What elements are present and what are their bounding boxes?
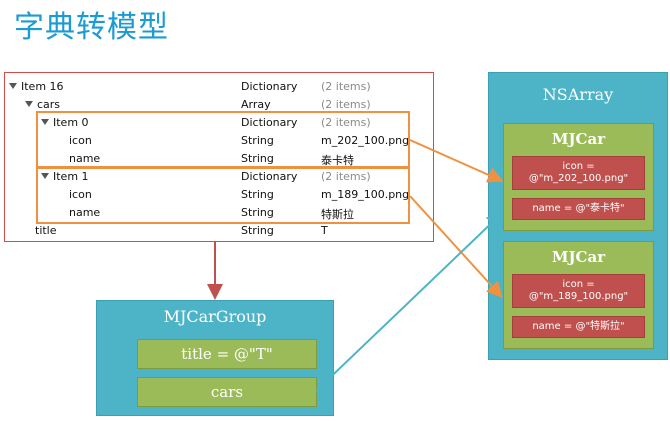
row-value: (2 items) xyxy=(321,98,371,111)
row-key: icon xyxy=(69,188,92,201)
mjcar-icon-field: icon = @"m_189_100.png" xyxy=(512,274,645,308)
row-type: String xyxy=(241,206,274,219)
row-key: Item 1 xyxy=(53,170,89,183)
plist-row-item16: Item 16 Dictionary (2 items) xyxy=(5,78,433,96)
row-key: name xyxy=(69,152,101,165)
disclosure-triangle-icon[interactable] xyxy=(41,119,49,125)
arrow-item0-to-mjcar xyxy=(409,139,504,183)
mjcargroup-box: MJCarGroup title = @"T" cars xyxy=(96,300,334,416)
row-value: (2 items) xyxy=(321,80,371,93)
row-value: (2 items) xyxy=(321,116,371,129)
row-key: cars xyxy=(37,98,61,111)
group-cars-field: cars xyxy=(137,377,317,407)
plist-row-name: name String 泰卡特 xyxy=(5,150,433,168)
mjcar-title: MJCar xyxy=(551,248,606,266)
row-key: Item 0 xyxy=(53,116,89,129)
row-value: T xyxy=(321,224,328,237)
row-key: name xyxy=(69,206,101,219)
row-type: Dictionary xyxy=(241,170,298,183)
mjcar-title: MJCar xyxy=(551,130,606,148)
row-value: 特斯拉 xyxy=(321,208,354,221)
arrow-cars-to-nsarray xyxy=(315,212,503,392)
mjcar-box: MJCar icon = @"m_189_100.png" name = @"特… xyxy=(503,241,654,349)
item1-highlight xyxy=(36,166,410,224)
plist-table: Item 16 Dictionary (2 items) cars Array … xyxy=(4,72,434,242)
group-title-field: title = @"T" xyxy=(137,339,317,369)
disclosure-triangle-icon[interactable] xyxy=(25,101,33,107)
row-key: title xyxy=(35,224,57,237)
row-type: Dictionary xyxy=(241,116,298,129)
row-value: (2 items) xyxy=(321,170,371,183)
plist-row-item1: Item 1 Dictionary (2 items) xyxy=(5,168,433,186)
row-type: Dictionary xyxy=(241,80,298,93)
plist-row-title: title String T xyxy=(5,222,433,240)
row-value: 泰卡特 xyxy=(321,154,354,167)
row-type: String xyxy=(241,152,274,165)
nsarray-box: NSArray MJCar icon = @"m_202_100.png" na… xyxy=(488,72,668,360)
mjcar-name-field: name = @"泰卡特" xyxy=(512,198,645,220)
row-type: String xyxy=(241,134,274,147)
plist-row-item0: Item 0 Dictionary (2 items) xyxy=(5,114,433,132)
row-value: m_202_100.png xyxy=(321,134,410,147)
mjcargroup-title: MJCarGroup xyxy=(163,307,267,326)
plist-row-icon: icon String m_189_100.png xyxy=(5,186,433,204)
mjcar-icon-field: icon = @"m_202_100.png" xyxy=(512,156,645,190)
mjcar-name-field: name = @"特斯拉" xyxy=(512,316,645,338)
row-key: Item 16 xyxy=(21,80,64,93)
item0-highlight xyxy=(36,111,410,169)
mjcar-box: MJCar icon = @"m_202_100.png" name = @"泰… xyxy=(503,123,654,231)
row-type: String xyxy=(241,188,274,201)
row-value: m_189_100.png xyxy=(321,188,410,201)
arrow-item1-to-mjcar xyxy=(409,195,503,298)
plist-row-icon: icon String m_202_100.png xyxy=(5,132,433,150)
row-type: Array xyxy=(241,98,271,111)
plist-row-name: name String 特斯拉 xyxy=(5,204,433,222)
disclosure-triangle-icon[interactable] xyxy=(41,173,49,179)
plist-row-cars: cars Array (2 items) xyxy=(5,96,433,114)
disclosure-triangle-icon[interactable] xyxy=(9,83,17,89)
nsarray-title: NSArray xyxy=(542,85,614,104)
row-key: icon xyxy=(69,134,92,147)
row-type: String xyxy=(241,224,274,237)
page-title: 字典转模型 xyxy=(14,10,169,45)
